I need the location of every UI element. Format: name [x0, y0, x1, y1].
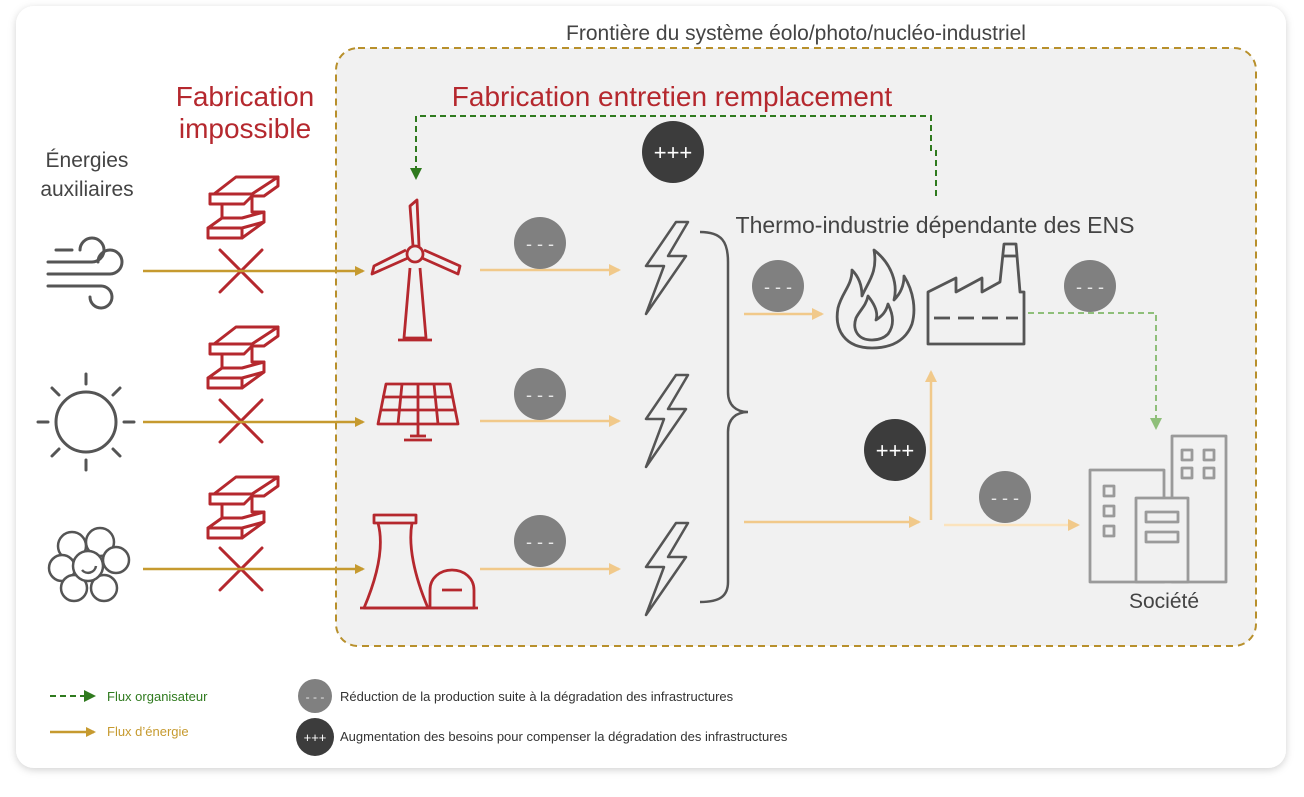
reduction-badge: - - -	[514, 217, 566, 269]
legend-energy-flow-label: Flux d’énergie	[107, 724, 189, 739]
boundary-title: Frontière du système éolo/photo/nucléo-i…	[566, 22, 1026, 45]
svg-text:- - -: - - -	[526, 234, 554, 254]
legend-reduction-label: Réduction de la production suite à la dé…	[340, 689, 734, 704]
system-boundary	[335, 47, 1257, 647]
svg-text:- - -: - - -	[764, 277, 792, 297]
organizer-flow-feedback	[410, 115, 937, 196]
organizer-flow-to-society	[1028, 312, 1162, 430]
buildings-icon	[1088, 434, 1228, 584]
svg-text:- - -: - - -	[1076, 277, 1104, 297]
grouping-brace	[699, 230, 749, 604]
solar-panel-icon	[376, 382, 460, 442]
factory-icon	[926, 242, 1026, 346]
top-heading: Fabrication entretien remplacement	[452, 81, 893, 112]
legend-increase-badge: +++	[296, 718, 334, 756]
svg-text:- - -: - - -	[526, 532, 554, 552]
flame-icon	[835, 248, 916, 350]
svg-text:+++: +++	[654, 140, 693, 165]
wind-turbine-icon	[370, 198, 462, 342]
thermo-industry-label: Thermo-industrie dépendante des ENS	[736, 212, 1135, 238]
legend-organizer-flow-label: Flux organisateur	[107, 689, 208, 704]
svg-text:- - -: - - -	[526, 385, 554, 405]
sun-icon	[36, 372, 136, 472]
aux-energies-line2: auxiliaires	[40, 178, 133, 201]
left-heading-line2: impossible	[179, 113, 311, 144]
svg-text:- - -: - - -	[991, 488, 1019, 508]
increase-badge: +++	[642, 121, 704, 183]
legend-increase-label: Augmentation des besoins pour compenser …	[340, 729, 788, 744]
reduction-badge: - - -	[979, 471, 1031, 523]
svg-text:+++: +++	[304, 730, 327, 745]
society-label: Société	[1129, 590, 1199, 613]
atom-cluster-icon	[47, 526, 131, 603]
increase-badge: +++	[864, 419, 926, 481]
reduction-badge: - - -	[752, 260, 804, 312]
nuclear-plant-icon	[360, 513, 478, 610]
left-heading-line1: Fabrication	[176, 81, 315, 112]
aux-energies-line1: Énergies	[46, 149, 129, 172]
svg-text:- - -: - - -	[306, 690, 325, 704]
legend-reduction-badge: - - -	[298, 679, 332, 713]
wind-icon	[46, 236, 124, 310]
reduction-badge: - - -	[514, 515, 566, 567]
reduction-badge: - - -	[1064, 260, 1116, 312]
reduction-badge: - - -	[514, 368, 566, 420]
svg-text:+++: +++	[876, 438, 915, 463]
